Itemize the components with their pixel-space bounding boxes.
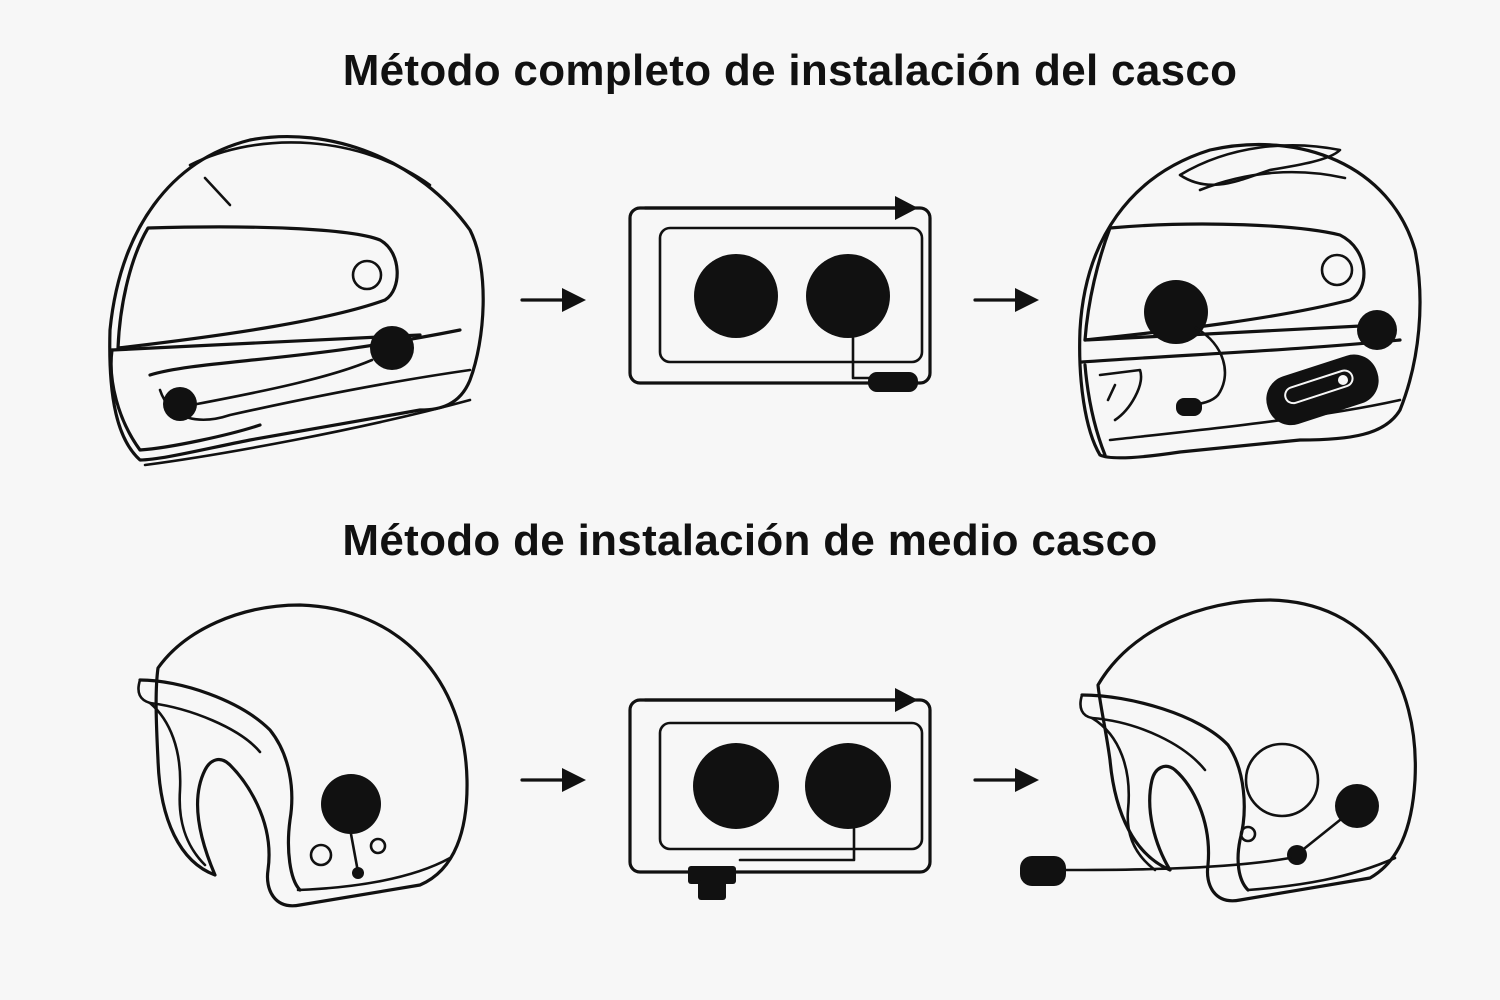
- arrow-right-icon: [973, 768, 1039, 792]
- full-face-section-title: Método completo de instalación del casco: [342, 46, 1238, 95]
- speaker-icon: [163, 387, 197, 421]
- speaker-icon: [370, 326, 414, 370]
- arrow-right-icon: [973, 288, 1039, 312]
- arrow-right-icon: [520, 288, 586, 312]
- full-face-helmet-before-icon: [108, 135, 485, 467]
- speaker-icon: [1144, 280, 1208, 344]
- half-helmet-after-icon: [1020, 598, 1417, 903]
- speaker-icon: [1357, 310, 1397, 350]
- speaker-kit-icon: [628, 196, 932, 392]
- half-helmet-before-icon: [137, 603, 469, 908]
- intercom-unit-icon: [1266, 354, 1379, 426]
- speaker-icon: [321, 774, 381, 834]
- half-helmet-section-title: Método de instalación de medio casco: [342, 516, 1158, 565]
- full-face-helmet-after-icon: [1078, 142, 1422, 460]
- microphone-icon: [1176, 398, 1202, 416]
- microphone-icon: [1020, 856, 1066, 886]
- speaker-kit-icon: [628, 688, 932, 900]
- arrow-right-icon: [520, 768, 586, 792]
- speaker-icon: [1335, 784, 1379, 828]
